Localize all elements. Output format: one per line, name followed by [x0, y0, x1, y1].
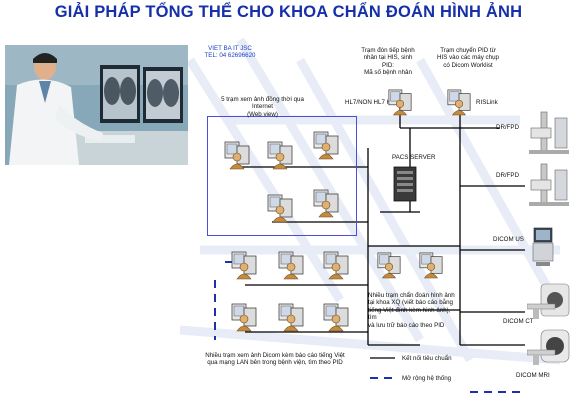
dicom-us-device [532, 227, 554, 266]
device-label-mri: DICOM MRI [516, 372, 550, 379]
dicom-ct-device [527, 283, 570, 319]
legend-standard-label: Kết nối tiêu chuẩn [402, 355, 452, 362]
page-title: GIẢI PHÁP TỔNG THỂ CHO KHOA CHẨN ĐOÁN HÌ… [54, 3, 523, 21]
dr-fpd-device-1 [529, 111, 569, 154]
legend-extended-label: Mở rộng hệ thống [402, 375, 452, 382]
rislink-label: RISLink [476, 99, 498, 106]
reception-label: Trạm đón tiếp bệnh nhân tại HIS, sinh PI… [361, 47, 415, 77]
pacs-label: PACS SERVER [392, 154, 436, 161]
web-view-station-5 [313, 189, 339, 218]
rislink-station [447, 89, 471, 116]
diagnosis-label: Nhiều trạm chẩn đoán hình ảnh tại khoa X… [368, 292, 455, 329]
hl7-label: HL7/NON HL7 HIS [345, 99, 397, 106]
web-view-station-3 [313, 131, 339, 160]
lan-station-1 [231, 251, 257, 280]
lan-station-4 [231, 303, 257, 332]
web-view-station-1 [224, 141, 250, 170]
web-view-box [207, 116, 357, 236]
company-tel: TEL: 04 62696620 [204, 52, 256, 60]
device-label-us: DICOM US [493, 236, 524, 243]
his-station [388, 89, 412, 116]
device-label-dr2: DR/FPD [496, 172, 520, 179]
web-view-station-4 [267, 194, 293, 223]
diagnosis-station-2 [419, 252, 443, 279]
doctor-workstation-photo [5, 45, 188, 165]
lan-station-5 [278, 303, 304, 332]
web-view-station-2 [267, 141, 293, 170]
diagnosis-station-1 [377, 252, 401, 279]
dr-fpd-device-2 [529, 163, 569, 206]
lan-view-label: Nhiều trạm xem ảnh Dicom kèm báo cáo tiế… [205, 352, 345, 367]
dicom-mri-device [527, 329, 570, 365]
pid-transfer-label: Trạm chuyển PID từ HIS vào các máy chụp … [437, 47, 499, 69]
pacs-server-icon [393, 166, 417, 202]
company-name: VIET BA IT JSC [208, 45, 252, 52]
lan-station-3 [323, 251, 349, 280]
device-label-ct: DICOM CT [503, 318, 534, 325]
lan-station-6 [323, 303, 349, 332]
lan-station-2 [278, 251, 304, 280]
device-label-dr1: DR/FPD [496, 124, 520, 131]
web-view-label: 5 trạm xem ảnh đồng thời qua Internet (W… [221, 96, 304, 118]
company-info: VIET BA IT JSC TEL: 04 62696620 [200, 45, 260, 60]
